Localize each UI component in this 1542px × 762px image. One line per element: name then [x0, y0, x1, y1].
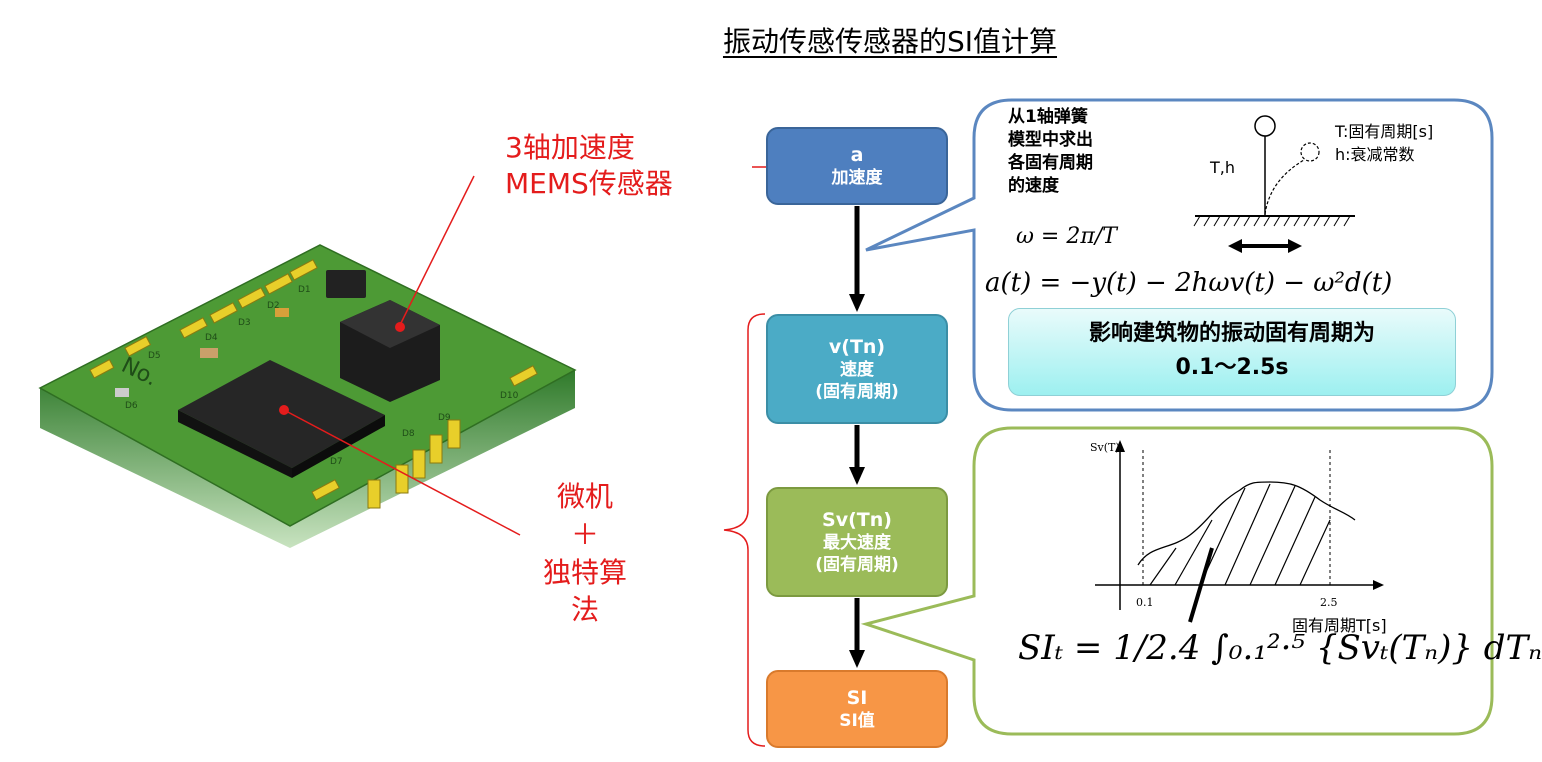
svg-text:D4: D4 [205, 333, 218, 343]
box-a-line1: a [850, 143, 864, 166]
period-range-box: 影响建筑物的振动固有周期为 0.1～2.5s [1008, 308, 1456, 396]
period-range-line2: 0.1～2.5s [1175, 355, 1289, 381]
box-si-line1: SI [846, 686, 868, 709]
period-range-line1: 影响建筑物的振动固有周期为 [1088, 321, 1375, 346]
pcb-edge [40, 370, 575, 548]
small-ic [326, 270, 366, 298]
capacitor [275, 308, 289, 317]
leader-lines [279, 162, 865, 747]
flow-box-max-velocity: Sv(Tn) 最大速度 (固有周期) [766, 487, 948, 597]
si-equation: SIₜ = 1/2.4 ∫₀.₁²·⁵ {Svₜ(Tₙ)} dTₙ [1018, 628, 1542, 668]
mcu-label: 微机 ＋ 独特算法 [530, 478, 640, 629]
pcb-illustration: No. D1 D2 D3 D4 D5 D6 D7 D8 D9 D10 [38, 244, 577, 548]
flow-box-velocity: v(Tn) 速度 (固有周期) [766, 314, 948, 424]
pcb-pads [89, 259, 538, 509]
omega-equation: ω = 2π/T [1016, 224, 1117, 249]
box-sv-line1: Sv(Tn) [822, 508, 892, 531]
pcb-pad-labels: D1 D2 D3 D4 D5 D6 D7 D8 D9 D10 [125, 285, 519, 467]
resistor [115, 388, 129, 397]
svg-text:D10: D10 [500, 391, 519, 401]
capacitor [200, 348, 218, 358]
description-line3: 各固有周期 [1008, 152, 1093, 173]
svg-text:D8: D8 [402, 429, 415, 439]
period-axis-label: 固有周期T[s] [1292, 616, 1387, 635]
description-line4: 的速度 [1008, 175, 1059, 196]
box-v-line3: (固有周期) [815, 382, 899, 403]
legend-damping: h:衰减常数 [1335, 145, 1415, 164]
box-v-line1: v(Tn) [828, 335, 886, 358]
acceleration-equation: a(t) = −y(t) − 2hωv(t) − ω²d(t) [985, 268, 1393, 298]
flow-box-acceleration: a 加速度 [766, 127, 948, 205]
mcu-label-line2: ＋ [570, 517, 599, 551]
sensor-label-line1: 3轴加速度 [505, 131, 635, 164]
box-sv-line3: (固有周期) [815, 555, 899, 576]
box-v-line2: 速度 [840, 360, 874, 381]
callout-si-integral [860, 426, 1494, 736]
flow-box-si: SI SI值 [766, 670, 948, 748]
description-line1: 从1轴弹簧 [1008, 107, 1088, 127]
box-si-line2: SI值 [839, 711, 875, 732]
mcu-label-line3: 独特算法 [542, 555, 627, 627]
sv-chart [1095, 440, 1384, 623]
svg-text:D6: D6 [125, 401, 138, 411]
svg-text:D5: D5 [148, 351, 161, 361]
tick-start: 0.1 [1136, 596, 1154, 609]
bracket [723, 313, 766, 747]
svg-text:D2: D2 [267, 301, 280, 311]
legend-period: T:固有周期[s] [1335, 122, 1434, 141]
sv-axis-label: Sv(T) [1090, 441, 1120, 454]
svg-text:D9: D9 [438, 413, 451, 423]
box-sv-line2: 最大速度 [823, 533, 891, 554]
tick-end: 2.5 [1320, 596, 1338, 609]
svg-text:D3: D3 [238, 318, 251, 328]
spring-model-description: 从1轴弹簧 模型中求出 各固有周期 的速度 [1008, 106, 1093, 198]
mcu-label-line1: 微机 [556, 480, 613, 513]
model-label: T,h [1210, 158, 1235, 177]
box-a-line2: 加速度 [831, 168, 883, 189]
flow-arrows [849, 206, 865, 668]
svg-text:D1: D1 [298, 285, 311, 295]
sensor-label: 3轴加速度 MEMS传感器 [505, 130, 673, 203]
svg-text:D7: D7 [330, 457, 343, 467]
spring-model-icon [1193, 115, 1355, 253]
description-line2: 模型中求出 [1008, 129, 1093, 150]
page-title: 振动传感传感器的SI值计算 [722, 25, 1058, 58]
sensor-label-line2: MEMS传感器 [505, 167, 673, 201]
